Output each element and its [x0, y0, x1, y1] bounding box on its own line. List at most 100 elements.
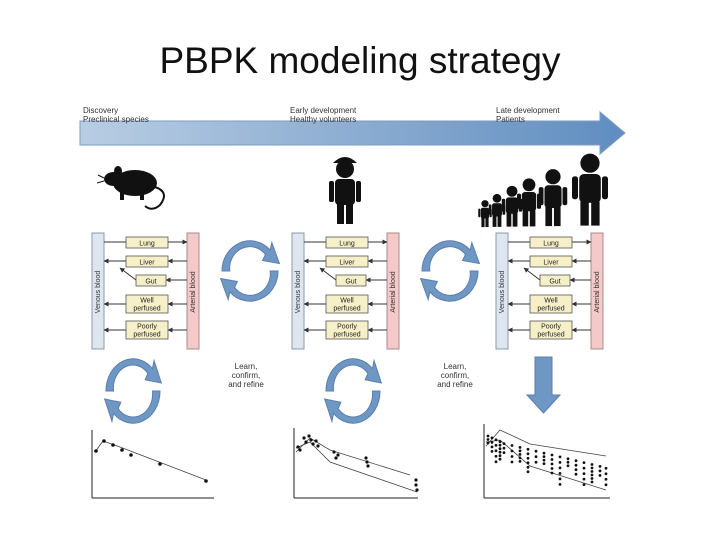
patient-figure	[478, 200, 492, 228]
data-point	[550, 471, 554, 475]
organ-box	[529, 236, 573, 249]
data-point	[311, 442, 315, 446]
data-point	[566, 457, 570, 461]
arterial-blood-label: Arterial blood	[190, 271, 197, 312]
feedback-text-1-line2: confirm,	[232, 371, 260, 380]
cycle-arrow-icon	[219, 240, 281, 302]
organ-label: Well	[340, 298, 354, 305]
data-point	[598, 469, 602, 473]
data-point	[120, 448, 124, 452]
data-point	[510, 460, 514, 464]
data-point	[366, 464, 370, 468]
feedback-text-2-line1: Learn,	[444, 362, 467, 371]
timeline-arrow	[79, 110, 626, 156]
organ-box	[135, 274, 167, 287]
data-point	[298, 448, 302, 452]
patient-figure	[517, 178, 541, 227]
data-point	[534, 460, 538, 464]
data-point	[518, 446, 522, 449]
cycle-arrow-icon	[323, 358, 383, 424]
data-point	[494, 438, 498, 442]
data-point	[598, 474, 602, 477]
data-point	[590, 477, 594, 480]
data-point	[296, 445, 300, 449]
cycle-arrow-icon	[419, 240, 481, 302]
venous-blood-bar	[291, 232, 305, 350]
pk-plot-3	[483, 424, 610, 499]
data-point	[526, 470, 530, 474]
organ-label: Well	[140, 298, 154, 305]
data-point	[566, 460, 570, 464]
data-point	[486, 434, 490, 438]
stage-discovery-sublabel: Preclinical species	[83, 115, 149, 124]
stage-early-dev-sublabel: Healthy volunteers	[290, 115, 356, 124]
arterial-blood-bar	[186, 232, 200, 350]
data-point	[574, 459, 578, 463]
data-point	[302, 436, 306, 440]
rat-icon	[96, 166, 165, 210]
data-point	[582, 461, 586, 464]
organ-label: perfused	[537, 306, 564, 313]
feedback-text-1-line1: Learn,	[235, 362, 258, 371]
data-point	[332, 450, 336, 454]
organ-label: Lung	[139, 241, 155, 248]
data-point	[566, 464, 570, 468]
data-point	[558, 461, 562, 464]
organ-box	[539, 274, 571, 287]
venous-blood-label: Venous blood	[95, 271, 102, 314]
data-point	[550, 453, 554, 457]
organ-label: perfused	[333, 332, 360, 339]
data-point	[94, 449, 98, 453]
data-point	[158, 462, 162, 466]
healthy-volunteer-icon	[329, 157, 361, 224]
data-point	[510, 449, 514, 453]
data-point	[129, 453, 133, 457]
data-point	[498, 454, 502, 458]
data-point	[102, 439, 106, 443]
organ-label: Poorly	[137, 324, 157, 331]
data-point	[526, 465, 530, 469]
organ-label: perfused	[133, 306, 160, 313]
data-point	[604, 483, 608, 487]
data-point	[574, 468, 578, 472]
organ-label: Poorly	[541, 324, 561, 331]
feedback-text-1-line3: and refine	[228, 380, 264, 389]
venous-blood-label: Venous blood	[499, 271, 506, 314]
data-point	[590, 463, 594, 466]
data-point	[582, 472, 586, 475]
data-point	[414, 483, 418, 487]
venous-blood-label: Venous blood	[295, 271, 302, 314]
data-point	[542, 458, 546, 462]
data-point	[574, 472, 578, 476]
data-point	[498, 450, 502, 454]
organ-label: perfused	[537, 332, 564, 339]
data-point	[415, 488, 419, 492]
data-point	[316, 444, 320, 448]
data-point	[598, 465, 602, 468]
arterial-blood-label: Arterial blood	[594, 271, 601, 312]
organ-label: Gut	[549, 279, 560, 286]
arterial-blood-bar	[590, 232, 604, 350]
data-point	[604, 472, 608, 476]
data-point	[502, 442, 506, 445]
data-point	[582, 477, 586, 481]
organ-label: perfused	[333, 306, 360, 313]
data-point	[494, 454, 498, 458]
data-point	[582, 466, 586, 470]
stage-late-dev-sublabel: Patients	[496, 115, 525, 124]
data-point	[204, 479, 208, 483]
data-point	[590, 466, 594, 470]
data-point	[542, 451, 546, 455]
organ-label: Poorly	[337, 324, 357, 331]
data-point	[490, 450, 494, 453]
data-point	[590, 470, 594, 473]
organ-label: Liver	[543, 260, 559, 267]
data-point	[604, 477, 608, 481]
patient-figure	[572, 153, 608, 226]
data-point	[490, 441, 494, 444]
organ-label: perfused	[133, 332, 160, 339]
